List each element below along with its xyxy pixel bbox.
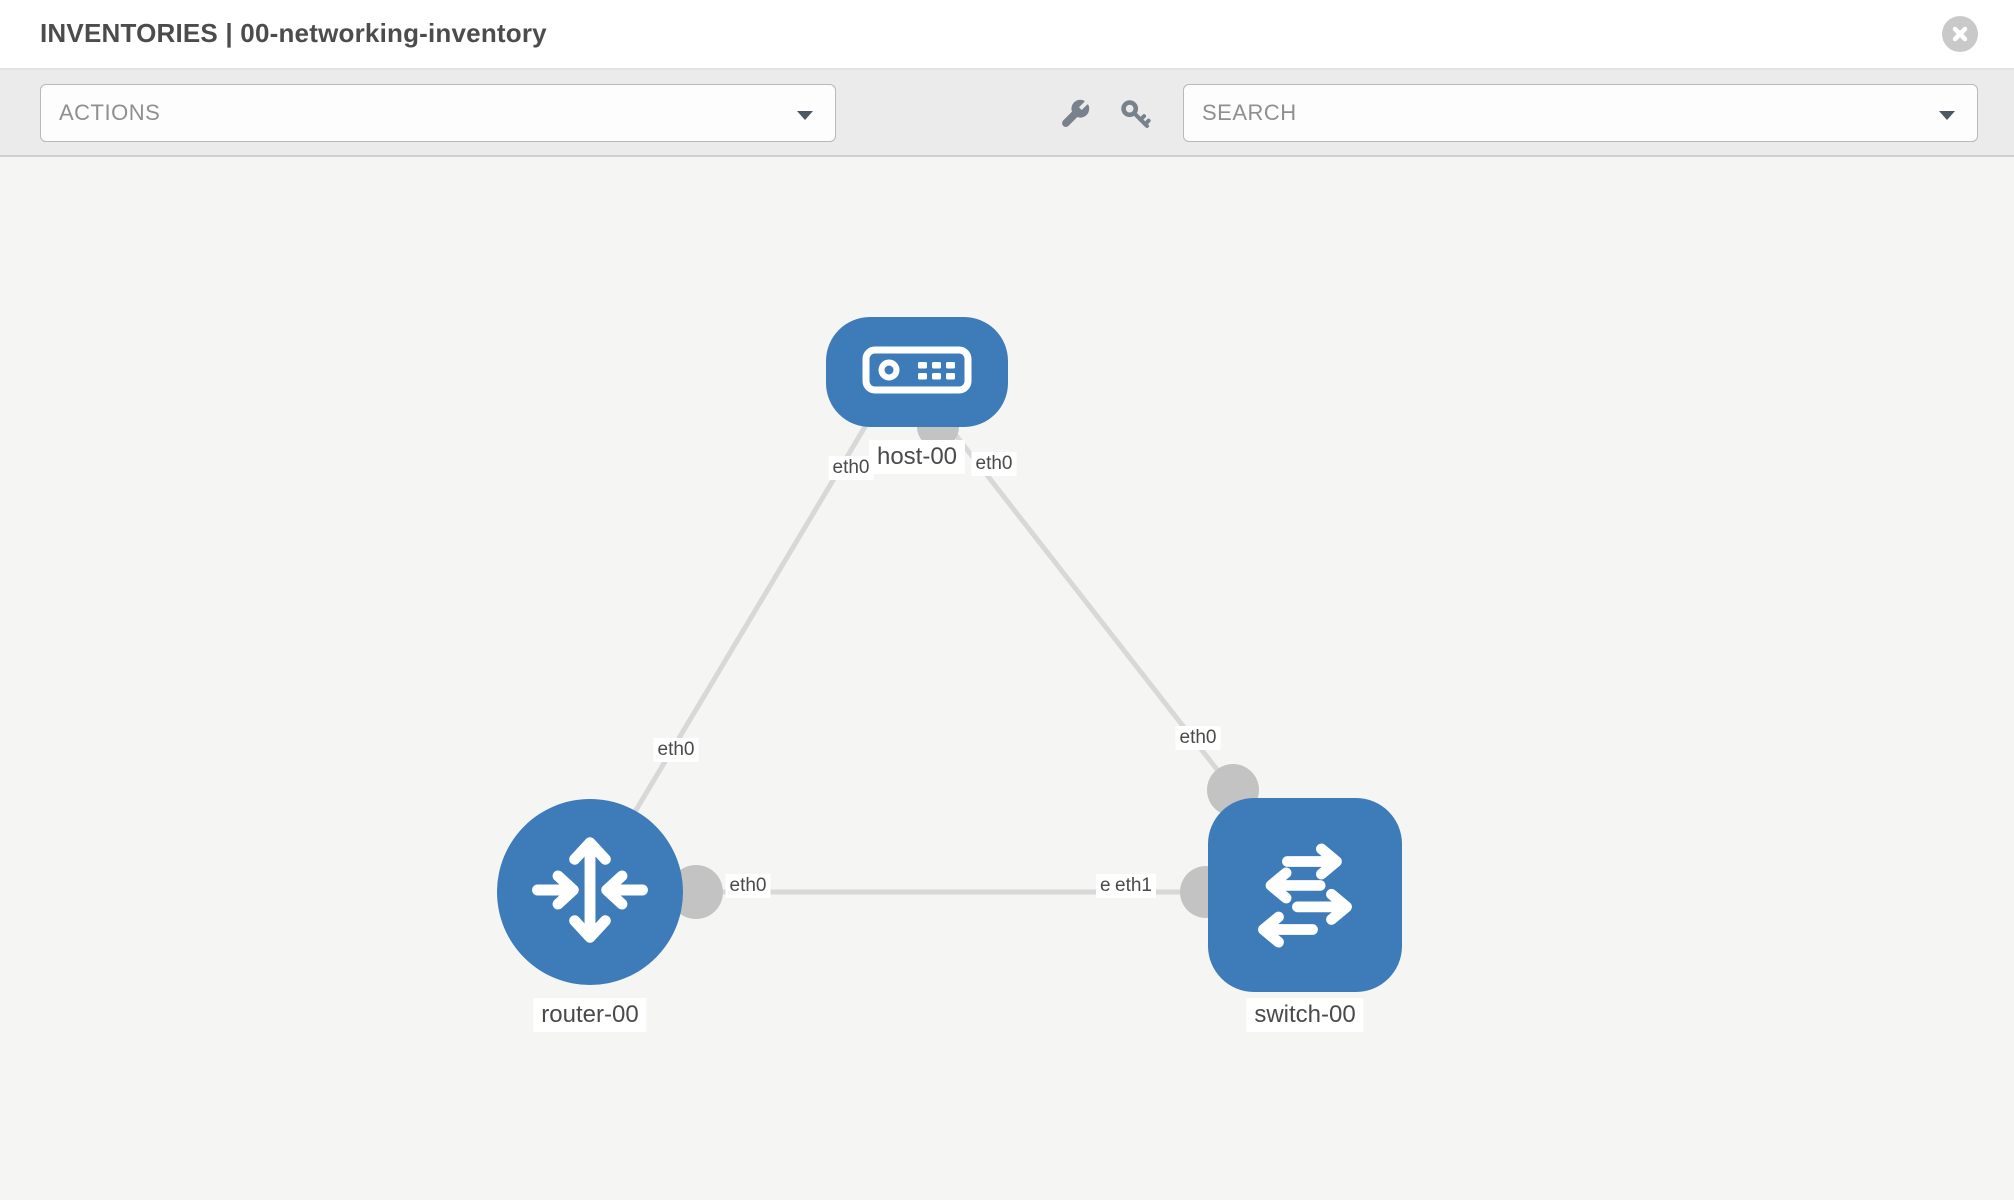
tools-button[interactable] [1056, 96, 1094, 134]
iface-label-host-eth0-right: eth0 [971, 452, 1017, 476]
switch-icon [1242, 830, 1368, 961]
node-host-00[interactable] [826, 317, 1008, 427]
key-icon [1119, 98, 1151, 133]
search-dropdown[interactable]: SEARCH [1183, 84, 1978, 142]
close-button[interactable] [1942, 16, 1978, 52]
router-icon [526, 826, 654, 959]
interface-dot-router-eth0 [669, 865, 723, 919]
page-title: INVENTORIES | 00-networking-inventory [40, 18, 547, 48]
host-icon [862, 342, 972, 403]
node-label-router-00: router-00 [533, 998, 647, 1032]
chevron-down-icon [797, 111, 813, 120]
page-header: INVENTORIES | 00-networking-inventory [0, 0, 2014, 70]
search-dropdown-label: SEARCH [1202, 100, 1297, 125]
iface-label-switch-eth0: eth0 [1175, 726, 1221, 750]
iface-label-switch-eth1: eth1 [1111, 874, 1156, 898]
node-label-switch-00: switch-00 [1246, 998, 1364, 1032]
node-router-00[interactable] [497, 799, 683, 985]
node-label-host-00: host-00 [868, 440, 966, 474]
iface-label-host-eth0-left: eth0 [828, 456, 874, 480]
iface-label-router-eth0-uplink: eth0 [653, 738, 699, 762]
wrench-icon [1059, 98, 1091, 133]
close-icon [1950, 24, 1970, 44]
chevron-down-icon [1939, 111, 1955, 120]
credentials-button[interactable] [1116, 96, 1154, 134]
node-switch-00[interactable] [1208, 798, 1402, 992]
link-host-router[interactable] [605, 403, 881, 859]
topology-canvas[interactable]: host-00 router-00 switch-00 eth0 eth0 et… [0, 157, 2014, 1200]
actions-dropdown[interactable]: ACTIONS [40, 84, 836, 142]
iface-label-router-eth0: eth0 [725, 874, 771, 898]
actions-dropdown-label: ACTIONS [59, 100, 161, 125]
toolbar: ACTIONS SEARCH [0, 70, 2014, 157]
